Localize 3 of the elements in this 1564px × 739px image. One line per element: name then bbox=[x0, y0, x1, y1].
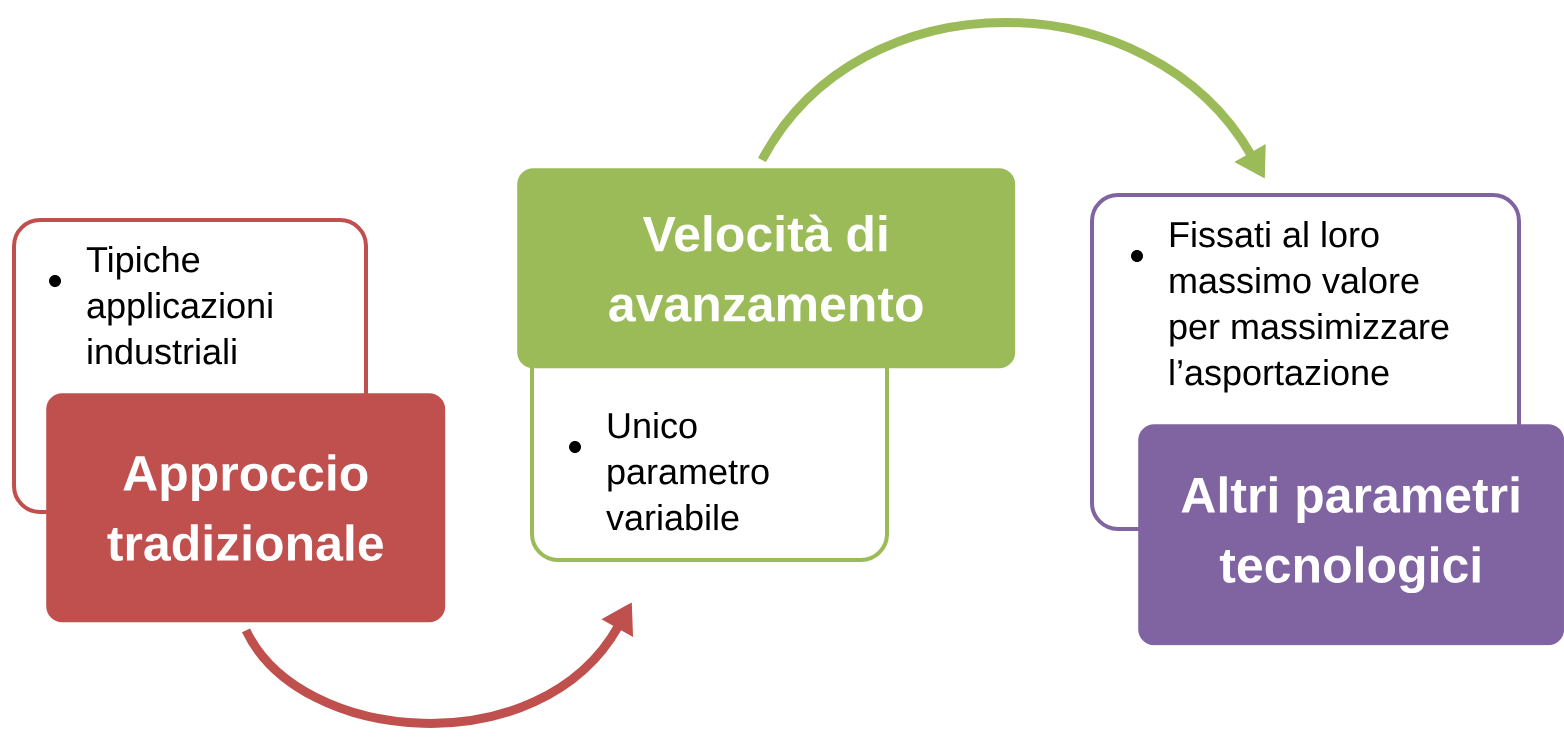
title-box: Velocità di avanzamento bbox=[517, 168, 1016, 369]
title-box: Approccio tradizionale bbox=[46, 393, 446, 623]
title-box: Altri parametri tecnologici bbox=[1138, 424, 1564, 646]
